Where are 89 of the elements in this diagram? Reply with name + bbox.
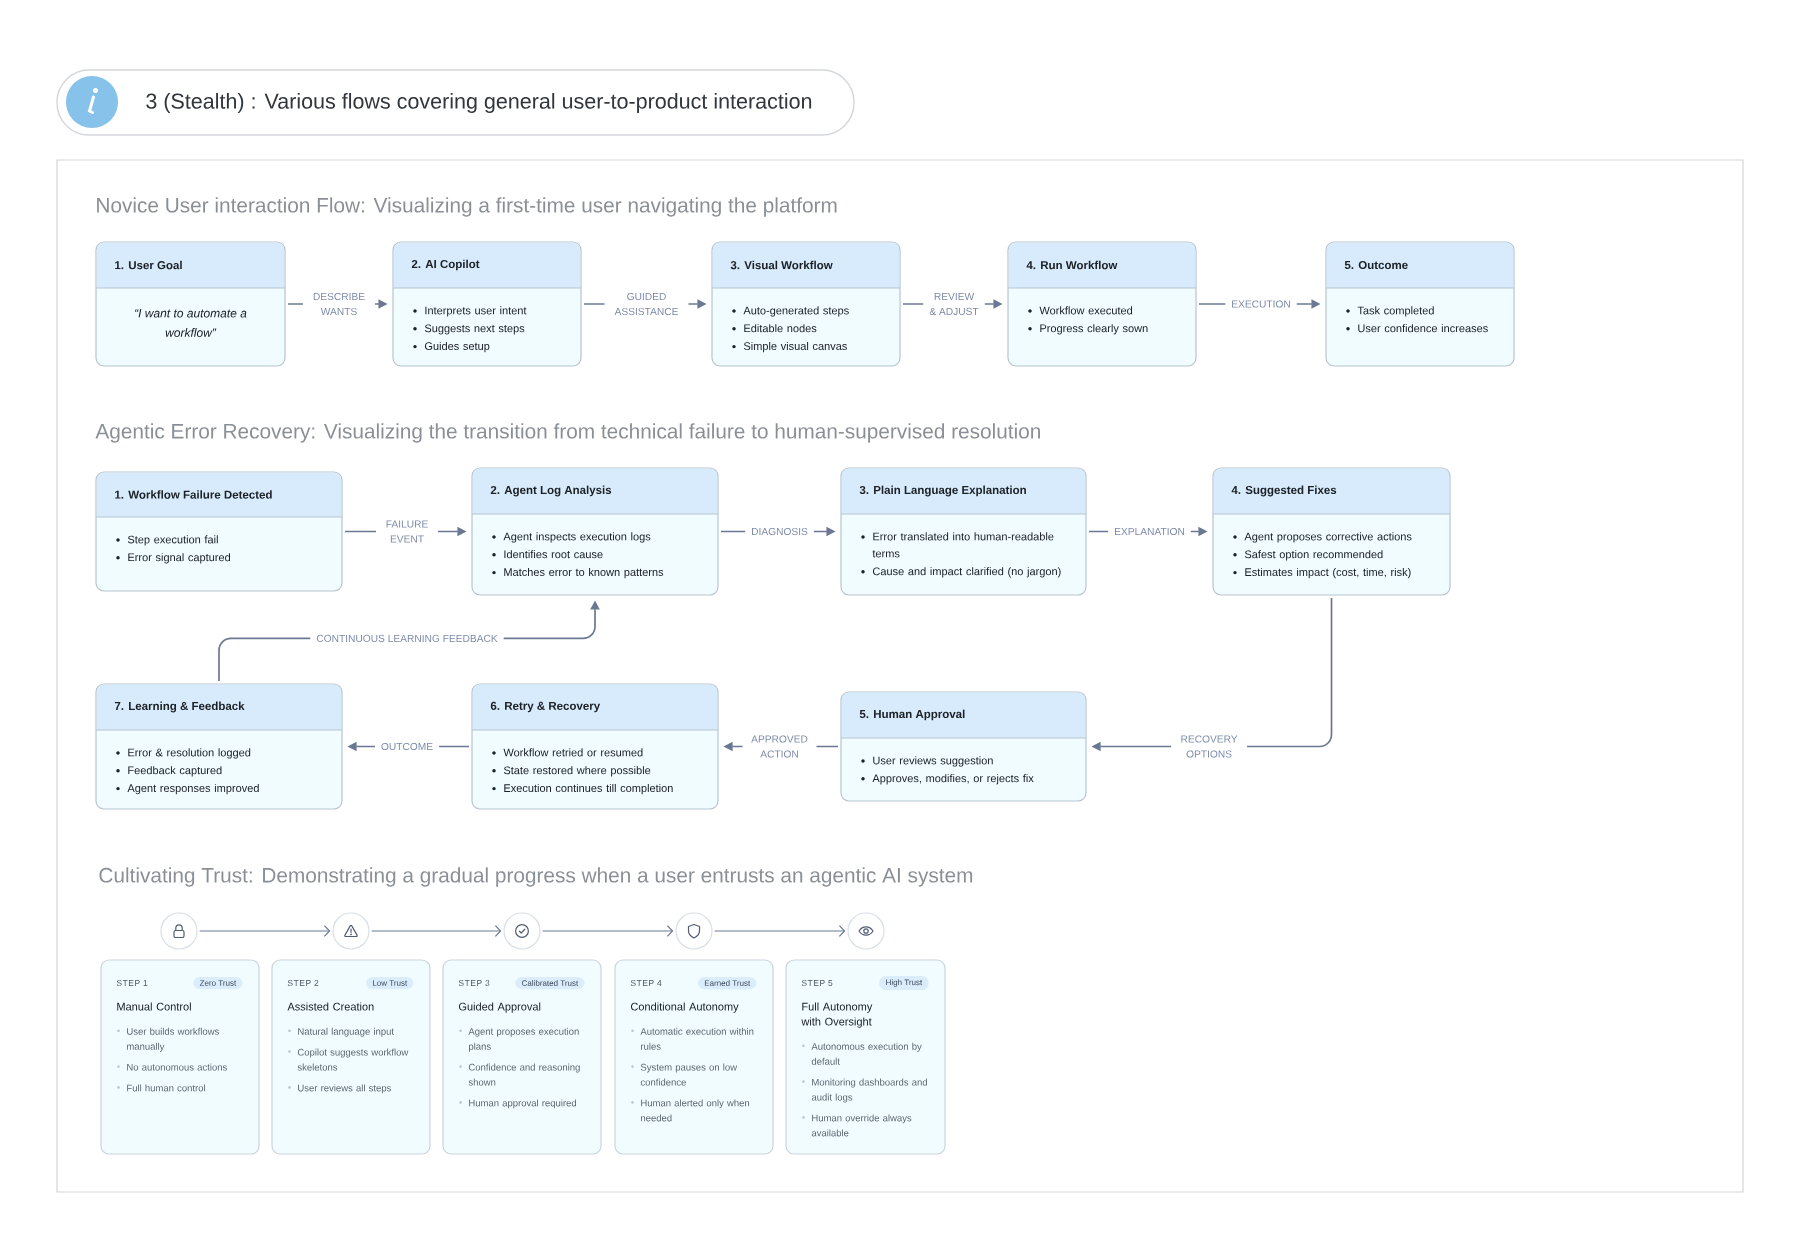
list-item: Human approval required — [469, 1099, 576, 1109]
list-item: Full human control — [127, 1084, 205, 1092]
edge-label: DESCRIBE WANTS — [303, 290, 375, 318]
section-heading: Agentic Error Recovery: Visualizing the transition from technical failure to human-supervised resolution — [95, 423, 1040, 443]
list-item: Error signal captured — [128, 553, 230, 564]
section-heading: Cultivating Trust: Demonstrating a gradual progress when a user entrusts an agentic AI system — [99, 867, 973, 887]
list-item: Error translated into human-readable terms — [872, 532, 1054, 558]
list-item: Autonomous execution by default — [811, 1042, 922, 1065]
arrow — [371, 925, 502, 937]
list-item: Guides setup — [424, 341, 490, 353]
title-banner: 3 (Stealth) : Various flows covering general user-to-product interaction — [56, 69, 855, 136]
list-item: User confidence increases — [1358, 324, 1488, 333]
list-item: State restored where possible — [503, 766, 651, 777]
edge-label: RECOVERY OPTIONS — [1171, 733, 1248, 760]
list-item: Agent proposes execution plans — [468, 1027, 579, 1052]
list-item: User reviews all steps — [298, 1084, 391, 1094]
card-title: Full Autonomy with Oversight — [801, 1002, 873, 1028]
list-item: Estimates impact (cost, time, risk) — [1245, 567, 1411, 579]
arrow — [542, 925, 674, 937]
card-title: Guided Approval — [458, 1002, 541, 1013]
list-item: Agent inspects execution logs — [503, 532, 651, 543]
list-item: Suggests next steps — [424, 324, 525, 335]
box-title: 5. Human Approval — [859, 709, 965, 721]
list-item: Automatic execution within rules — [640, 1027, 754, 1050]
list-item: Confidence and reasoning shown — [468, 1063, 580, 1086]
list-item: Progress clearly sown — [1040, 324, 1148, 335]
step-label: STEP 1 — [116, 980, 148, 987]
list-item: Agent responses improved — [127, 783, 259, 795]
box-title: 2. Agent Log Analysis — [490, 485, 612, 497]
edge-label: GUIDED ASSISTANCE — [604, 290, 689, 318]
list-item: Workflow executed — [1039, 306, 1133, 315]
box-title: 3. Visual Workflow — [730, 260, 833, 270]
list-item: System pauses on low confidence — [640, 1063, 738, 1086]
list-item: Feedback captured — [128, 766, 222, 777]
list-item: Safest option recommended — [1244, 550, 1383, 561]
arrow — [714, 925, 846, 937]
list-item: Execution continues till completion — [504, 783, 673, 795]
step-label: STEP 4 — [630, 980, 662, 987]
quote-text: “I want to automate a workflow” — [135, 309, 247, 337]
edge-label: EXECUTION — [1225, 298, 1297, 310]
list-item: Human override always available — [811, 1114, 912, 1137]
badge: High Trust — [879, 976, 929, 990]
edge-label: DIAGNOSIS — [745, 525, 814, 538]
list-item: Error & resolution logged — [128, 748, 251, 759]
list-item: Step execution fail — [127, 535, 218, 546]
badge: Low Trust — [366, 977, 414, 989]
list-item: Identifies root cause — [504, 550, 603, 559]
list-item: Human alerted only when needed — [641, 1099, 750, 1122]
list-item: Approves, modifies, or rejects fix — [872, 774, 1034, 785]
list-item: Task completed — [1357, 306, 1434, 317]
step-label: STEP 2 — [287, 980, 319, 987]
box-title: 5. Outcome — [1344, 260, 1408, 270]
edge-label: FAILURE EVENT — [376, 518, 438, 545]
edge-label: REVIEW & ADJUST — [923, 290, 985, 318]
box-title: 4. Run Workflow — [1026, 260, 1118, 270]
list-item: Cause and impact clarified (no jargon) — [872, 567, 1061, 578]
list-item: Natural language input — [298, 1027, 394, 1037]
edge-label: EXPLANATION — [1108, 525, 1191, 538]
box-title: 4. Suggested Fixes — [1231, 485, 1337, 497]
list-item: User builds workflows manually — [127, 1027, 219, 1052]
list-item: Copilot suggests workflow skeletons — [297, 1048, 409, 1071]
box-title: 6. Retry & Recovery — [490, 701, 601, 713]
box-title: 2. AI Copilot — [411, 259, 480, 271]
list-item: Auto-generated steps — [743, 306, 849, 317]
box-title: 7. Learning & Feedback — [114, 701, 245, 713]
arrow — [199, 925, 331, 937]
step-label: STEP 3 — [458, 980, 490, 987]
list-item: Editable nodes — [744, 324, 817, 333]
edge-label: APPROVED ACTION — [742, 733, 817, 760]
list-item: Monitoring dashboards and audit logs — [811, 1078, 927, 1103]
box-title: 1. User Goal — [115, 260, 182, 270]
list-item: Matches error to known patterns — [504, 567, 664, 579]
card-title: Assisted Creation — [287, 1002, 374, 1011]
list-item: Interprets user intent — [425, 306, 527, 317]
list-item: User reviews suggestion — [873, 756, 993, 767]
list-item: Simple visual canvas — [743, 341, 847, 353]
section-heading: Novice User interaction Flow: Visualizing a first-time user navigating the platform — [97, 197, 837, 217]
box-title: 1. Workflow Failure Detected — [115, 490, 272, 499]
edge-label: CONTINUOUS LEARNING FEEDBACK — [310, 632, 504, 644]
card-title: Manual Control — [117, 1002, 191, 1011]
badge: Earned Trust — [697, 976, 757, 990]
list-item: Agent proposes corrective actions — [1244, 532, 1412, 543]
list-item: Workflow retried or resumed — [503, 748, 643, 757]
list-item: No autonomous actions — [127, 1063, 227, 1071]
step-label: STEP 5 — [801, 980, 833, 987]
card-title: Conditional Autonomy — [630, 1002, 739, 1013]
badge: Zero Trust — [193, 977, 243, 989]
edge-label: OUTCOME — [374, 740, 440, 753]
box-title: 3. Plain Language Explanation — [859, 485, 1026, 497]
